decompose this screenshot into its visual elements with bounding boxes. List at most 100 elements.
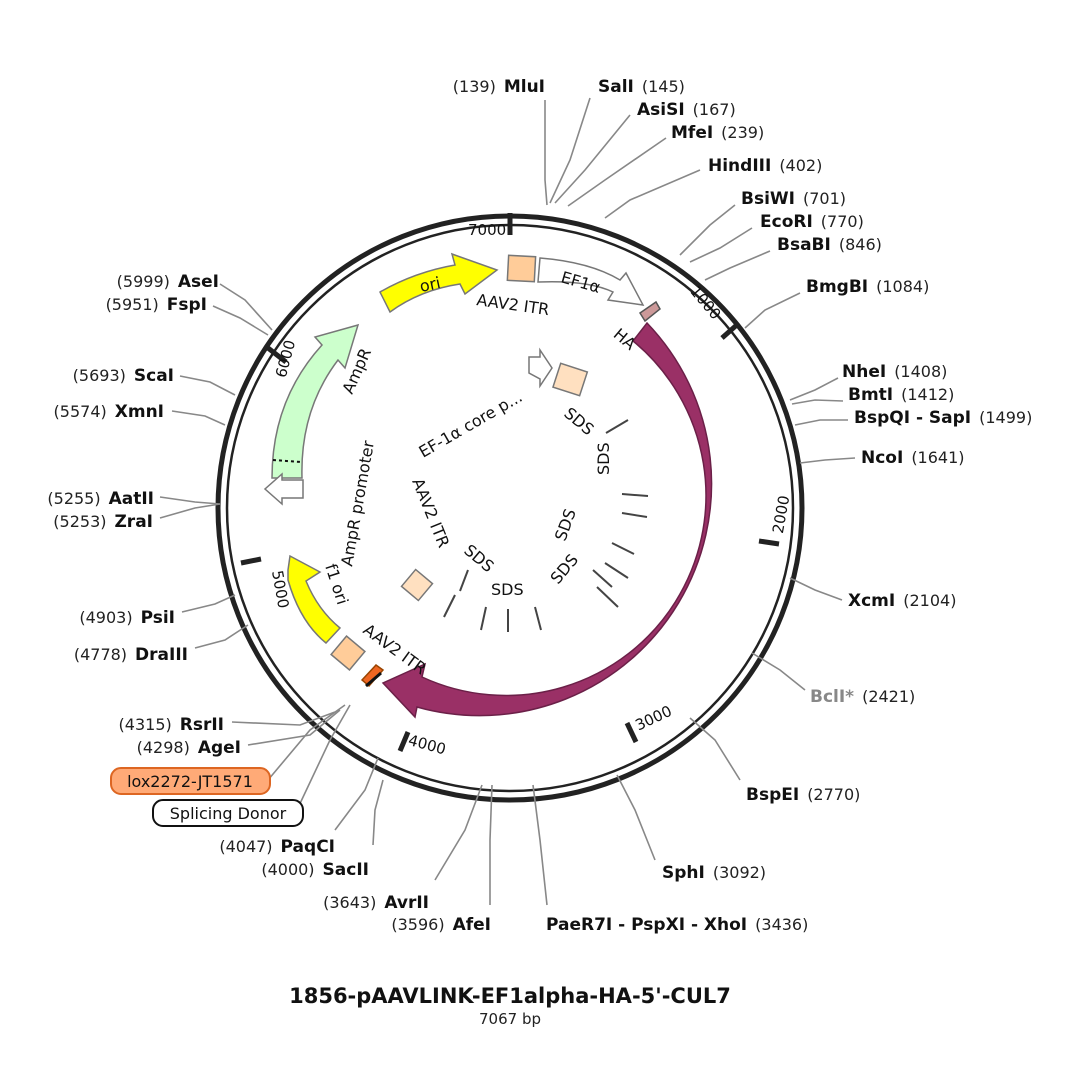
connector-paer7i xyxy=(532,784,548,906)
sds-tick-2 xyxy=(621,493,649,497)
sds-tick-11 xyxy=(443,594,456,618)
sds-label-3: SDS xyxy=(551,506,580,543)
enzyme-mfei: MfeI(239) xyxy=(671,123,764,143)
connector-nhei xyxy=(789,377,839,401)
enzyme-paqci: (4047)PaqCI xyxy=(219,837,335,857)
aav2-itr-bottom-label: AAV2 ITR xyxy=(360,620,430,678)
tick-5000 xyxy=(240,556,262,566)
sds-tick-8 xyxy=(534,606,542,631)
connector-ecori xyxy=(689,227,753,263)
lox-label: lox2272-JT1571 xyxy=(127,772,253,791)
sds-tick-1 xyxy=(605,419,629,434)
sds-tick-3 xyxy=(621,512,648,518)
connector-bcli xyxy=(751,652,806,691)
connector-bmgbi xyxy=(744,292,801,329)
sds-label-5: SDS xyxy=(491,580,524,599)
ori-top-label: ori xyxy=(418,273,442,296)
sds-label-1: SDS xyxy=(560,404,597,440)
tick-6000 xyxy=(266,346,288,364)
tick-label-4000: 4000 xyxy=(406,731,448,758)
connector-asisi xyxy=(554,114,631,204)
ori-top-feature xyxy=(379,252,499,314)
callout-splice: Splicing Donor xyxy=(152,799,304,827)
connector-afei xyxy=(489,784,493,905)
connector-splice xyxy=(295,704,351,813)
enzyme-afei: (3596)AfeI xyxy=(391,915,491,935)
enzyme-bmgbi: BmgBI(1084) xyxy=(806,277,929,297)
enzyme-bspei: BspEI(2770) xyxy=(746,785,860,805)
enzyme-zrai: (5253)ZraI xyxy=(53,512,153,532)
connector-fspi xyxy=(212,305,269,336)
connector-agei xyxy=(247,709,341,746)
tick-2000 xyxy=(758,538,780,547)
lox-badge xyxy=(110,767,271,795)
enzyme-hindiii: HindIII(402) xyxy=(708,156,822,176)
enzyme-avrii: (3643)AvrII xyxy=(323,893,429,913)
ha-label: HA xyxy=(610,324,640,353)
connector-xcmi xyxy=(789,577,843,601)
splice-badge xyxy=(152,799,304,827)
enzyme-bspqi-sapi: BspQI - SapI(1499) xyxy=(854,408,1032,428)
plasmid-size: 7067 bp xyxy=(479,1010,541,1028)
connector-paqci xyxy=(334,757,379,831)
cul7-label: CUL7 xyxy=(672,602,712,647)
inner-itr-box xyxy=(552,362,589,397)
enzyme-asei: (5999)AseI xyxy=(117,272,219,292)
enzyme-labels-left: (139)MluI (3596)AfeI (3643)AvrII (4000)S… xyxy=(47,77,545,935)
tick-label-7000: 7000 xyxy=(468,221,506,239)
f1-ori-label: f1 ori xyxy=(321,561,352,607)
ef1a-core-label: EF-1α core p... xyxy=(416,387,526,461)
ampr-promoter-label: AmpR promoter xyxy=(337,439,378,568)
ampr-promoter-feature xyxy=(263,472,304,506)
tick-label-6000: 6000 xyxy=(272,338,299,380)
connector-zrai xyxy=(159,503,221,519)
cul7-feature xyxy=(381,321,713,719)
ef1a-core-arrow xyxy=(528,347,553,389)
connector-rsrii xyxy=(231,711,336,726)
tick-label-2000: 2000 xyxy=(769,494,793,535)
connector-xmni xyxy=(171,410,226,426)
enzyme-bmti: BmtI(1412) xyxy=(848,385,954,405)
connector-avrii xyxy=(434,784,483,881)
enzyme-draiii: (4778)DraIII xyxy=(74,645,188,665)
connector-sacii xyxy=(372,779,384,846)
connector-sphi xyxy=(616,774,656,861)
sds-tick-7 xyxy=(596,586,619,608)
inner-itr-box-2 xyxy=(400,568,434,602)
connector-mfei xyxy=(567,137,667,207)
connector-draiii xyxy=(194,624,249,649)
sds-tick-6 xyxy=(592,569,613,588)
enzyme-asisi: AsiSI(167) xyxy=(637,100,736,120)
tick-1000 xyxy=(720,321,741,340)
aav2-itr-top-feature xyxy=(506,254,537,283)
enzyme-sali: SalI(145) xyxy=(598,77,685,97)
connector-sali xyxy=(549,97,591,204)
connector-mlui xyxy=(544,100,548,206)
ef1a-feature xyxy=(537,257,645,306)
enzyme-xcmi: XcmI(2104) xyxy=(848,591,956,611)
connector-bspei xyxy=(689,717,741,781)
ampr-feature xyxy=(271,323,360,479)
connector-bsiwi xyxy=(679,204,736,256)
callout-lox: lox2272-JT1571 xyxy=(110,767,271,795)
connector-aatii xyxy=(159,496,221,505)
tick-label-3000: 3000 xyxy=(632,702,674,734)
enzyme-scai: (5693)ScaI xyxy=(73,366,174,386)
enzyme-bsabi: BsaBI(846) xyxy=(777,235,882,255)
enzyme-xmni: (5574)XmnI xyxy=(54,402,164,422)
enzyme-paer7i-pspxi-xhoi: PaeR7I - PspXI - XhoI(3436) xyxy=(546,915,808,935)
tick-4000 xyxy=(397,731,411,752)
enzyme-sacii: (4000)SacII xyxy=(261,860,369,880)
enzyme-sphi: SphI(3092) xyxy=(662,863,766,883)
sds-label-6: SDS xyxy=(460,541,497,577)
enzyme-labels-right: SalI(145) AsiSI(167) MfeI(239) HindIII(4… xyxy=(546,77,1032,935)
tick-3000 xyxy=(624,721,639,744)
f1-ori-feature xyxy=(287,554,342,645)
sds-tick-12 xyxy=(459,569,469,592)
enzyme-bsiwi: BsiWI(701) xyxy=(741,189,846,209)
connector-ncoi xyxy=(799,457,856,464)
aav2-itr-inner-label: AAV2 ITR xyxy=(408,475,453,550)
enzyme-nhei: NheI(1408) xyxy=(842,362,947,382)
enzyme-agei: (4298)AgeI xyxy=(137,738,241,758)
